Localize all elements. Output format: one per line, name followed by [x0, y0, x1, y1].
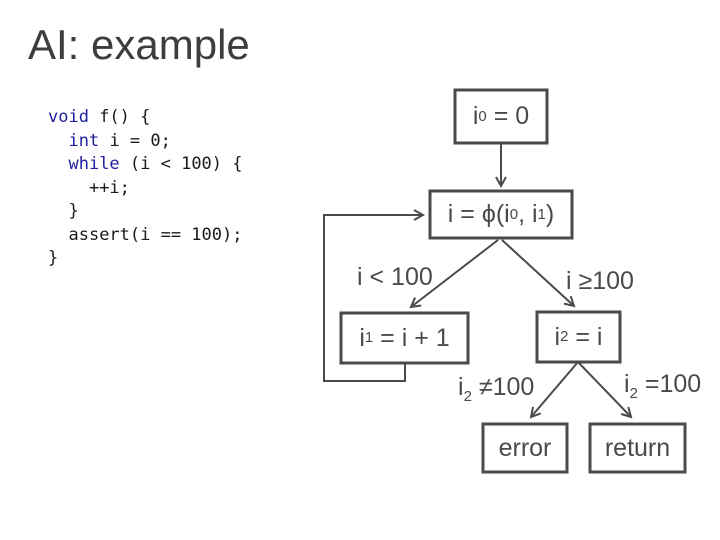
code-line-2: int i = 0;: [48, 130, 243, 154]
code-line-5: }: [48, 200, 243, 224]
node-box-assign: [535, 310, 622, 364]
edge-label-i-ge-100: i ≥100: [566, 267, 634, 296]
code-line-4: ++i;: [48, 177, 243, 201]
code-keyword: void: [48, 107, 89, 127]
code-text: }: [68, 201, 79, 221]
label-text: return: [604, 433, 671, 462]
node-box-return: [588, 422, 687, 474]
code-keyword: int: [68, 130, 100, 151]
label-text: = i: [568, 322, 603, 351]
edge-assign-to-return: [577, 361, 633, 419]
node-box-init: [453, 88, 549, 145]
slide-title: AI: example: [28, 21, 250, 68]
code-line-1: void f() {: [48, 106, 243, 130]
label-text: i: [624, 370, 630, 398]
code-text: assert(i == 100);: [68, 224, 243, 245]
label-text: , i: [518, 200, 538, 228]
label-text: i = ϕ(i: [447, 200, 510, 228]
code-keyword: while: [68, 154, 120, 174]
label-text: i: [359, 323, 365, 352]
node-label-return: return: [590, 424, 685, 472]
label-text: = 0: [486, 102, 530, 130]
label-text: i: [554, 322, 561, 351]
label-subscript: 2: [629, 385, 638, 402]
edge-phi-to-assign: [501, 239, 576, 308]
label-text: ): [545, 200, 555, 228]
label-text: i: [472, 102, 479, 130]
node-label-error: error: [483, 424, 567, 472]
code-line-6: assert(i == 100);: [48, 224, 243, 248]
label-text: = i + 1: [373, 323, 450, 352]
code-text: ++i;: [88, 177, 130, 198]
edge-assign-to-error: [529, 361, 579, 419]
code-text: (i < 100) {: [119, 154, 243, 174]
code-line-7: }: [48, 247, 243, 271]
edge-label-i2-neq-100: i2 ≠100: [458, 373, 535, 405]
node-box-phi: [428, 189, 574, 240]
edge-phi-to-inc: [409, 239, 499, 309]
label-text: i: [458, 373, 464, 401]
label-text: i < 100: [357, 263, 433, 291]
label-text: i ≥100: [566, 267, 634, 295]
code-text: f() {: [88, 107, 151, 127]
label-subscript: 2: [463, 388, 472, 405]
label-text: error: [498, 433, 552, 462]
node-box-error: [481, 422, 569, 474]
label-text: ≠100: [471, 373, 535, 401]
code-text: i = 0;: [99, 130, 171, 151]
code-text: }: [48, 248, 59, 268]
code-block: void f() { int i = 0; while (i < 100) { …: [48, 106, 243, 271]
label-text: =100: [637, 370, 702, 398]
node-box-inc: [339, 311, 470, 365]
code-line-3: while (i < 100) {: [48, 153, 243, 177]
edge-label-i-lt-100: i < 100: [357, 263, 433, 292]
edge-label-i2-eq-100: i2 =100: [624, 370, 702, 402]
edge-loopback-inc-to-phi: [323, 209, 426, 382]
